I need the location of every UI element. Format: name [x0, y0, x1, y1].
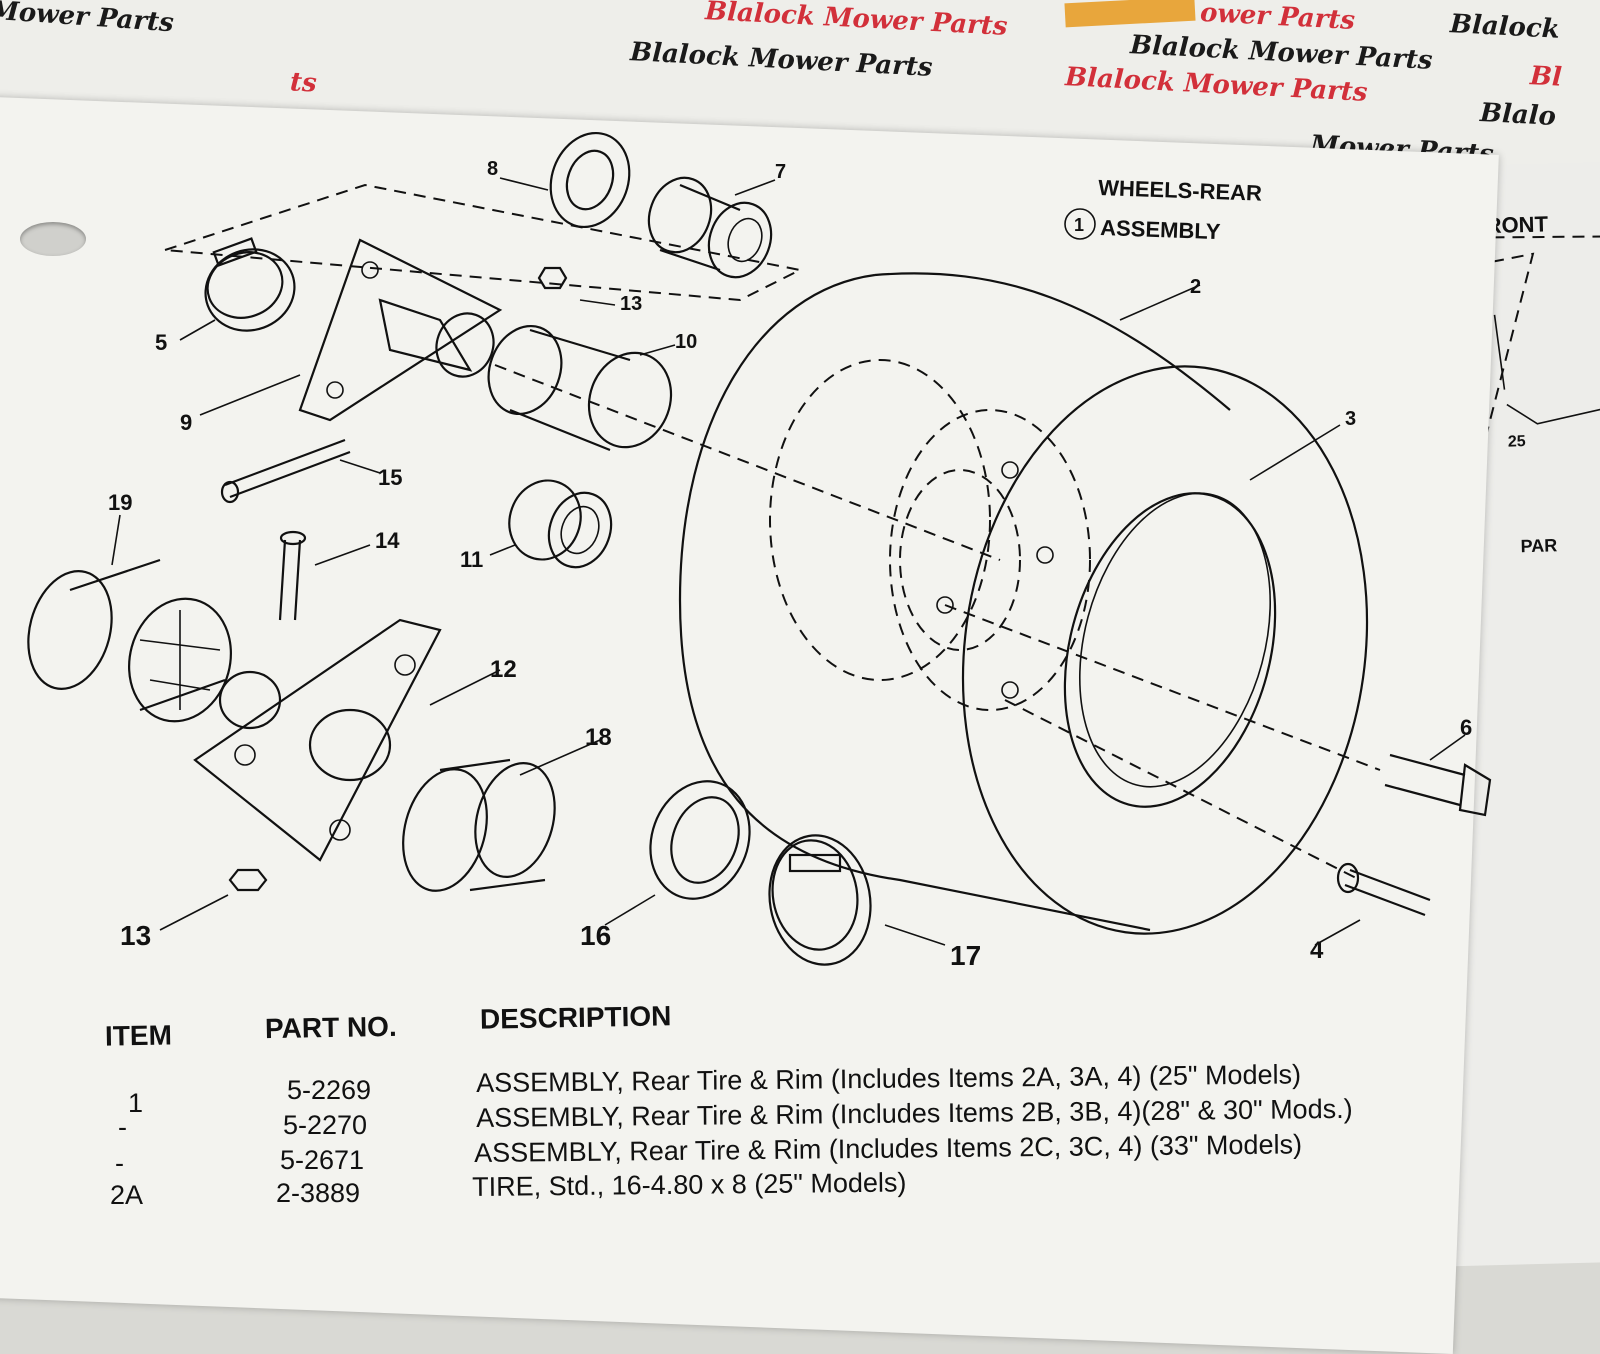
part-no-cell: 5-2269: [287, 1075, 372, 1105]
part-no-cell: 5-2270: [283, 1110, 368, 1140]
axle-line: [494, 364, 1001, 561]
col-header-item: ITEM: [104, 1019, 173, 1052]
nut-part-13-lower: [228, 868, 268, 892]
item-cell: -: [118, 1112, 127, 1142]
item-cell: 2A: [110, 1180, 144, 1210]
part-label: 13: [620, 293, 642, 315]
spacer-part-18: [402, 758, 556, 892]
col-header-part-no: PART NO.: [264, 1010, 397, 1045]
description-cell: TIRE, Std., 16-4.80 x 8 (25" Models): [472, 1167, 907, 1202]
bolt-line: [944, 604, 1381, 771]
col-header-description: DESCRIPTION: [479, 1000, 672, 1035]
bolt-part-6: [1384, 753, 1492, 817]
part-label: 6: [1460, 715, 1472, 740]
bolt-part-14: [278, 530, 307, 621]
assembly-label: ASSEMBLY: [1100, 215, 1221, 244]
seal-part-16: [649, 780, 751, 900]
clamp-part-5: [204, 237, 296, 332]
part-label: 15: [378, 465, 402, 490]
bearing-part-11: [508, 479, 613, 569]
nut-part-13: [537, 266, 568, 290]
part-label: 16: [580, 920, 611, 951]
assembly-number-circle: [1064, 208, 1096, 240]
item-cell: 1: [128, 1088, 144, 1118]
assembly-number: 1: [1074, 215, 1084, 235]
valve-line: [1004, 699, 1361, 881]
bushing-part-7: [647, 176, 773, 279]
part-label: 12: [490, 656, 517, 683]
part-label: 18: [585, 724, 612, 751]
diagram-title: WHEELS-REAR: [1098, 175, 1263, 206]
part-label: 3: [1345, 408, 1356, 430]
part-label: 14: [375, 528, 400, 553]
part-no-cell: 2-3889: [276, 1178, 361, 1208]
part-label: 7: [775, 161, 786, 183]
part-label: 13: [120, 920, 151, 951]
part-label: 2: [1190, 276, 1201, 298]
part-label: 5: [155, 330, 167, 355]
hub-part-19: [27, 558, 232, 723]
right-sheet-label: 25: [1508, 433, 1526, 450]
part-no-cell: 5-2671: [280, 1145, 365, 1175]
upper-plate-line: [164, 183, 804, 302]
tire-outline: [678, 272, 1369, 935]
bracket-part-12: [193, 618, 442, 862]
part-label: 10: [675, 331, 697, 353]
part-label: 19: [108, 490, 132, 515]
rim-hidden-lines: [769, 359, 1091, 711]
spacer-part-10: [487, 324, 673, 452]
part-label: 11: [460, 547, 483, 572]
part-label: 4: [1310, 937, 1324, 964]
leader-lines: [111, 177, 1466, 946]
item-cell: -: [115, 1148, 124, 1178]
part-label: 17: [950, 940, 981, 971]
part-label: 8: [487, 158, 498, 180]
bracket-part-9: [298, 238, 503, 422]
bolt-part-15: [220, 438, 351, 504]
clamp-part-17: [768, 834, 872, 966]
exploded-parts-diagram: 8 7 5 9 13 10 15 11 19 14 12 13 18 16 17…: [27, 131, 1492, 971]
part-label: 9: [180, 410, 192, 435]
binder-hole: [20, 222, 86, 256]
seal-part-8: [549, 131, 631, 229]
valve-stem-part-4: [1336, 862, 1431, 917]
